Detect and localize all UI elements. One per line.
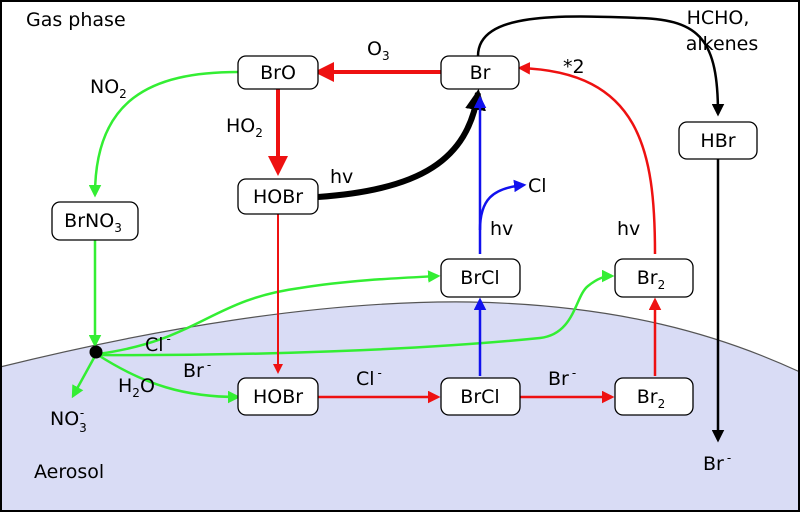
hcho-label: HCHO, — [687, 7, 750, 29]
hv-br2-label: hv — [617, 218, 640, 240]
species-hbr-label: HBr — [700, 130, 735, 152]
species-hobr-aq: HOBr — [237, 377, 319, 416]
arrow-to-brcl-gas — [97, 270, 441, 356]
arrow-bro-to-brno3 — [88, 70, 239, 198]
arrow-hobr-photolysis — [317, 88, 486, 200]
no2-label: NO2 — [90, 76, 127, 101]
species-br2-aq-label: Br2 — [637, 386, 666, 411]
cl-minus-label-2: Cl- — [356, 366, 382, 390]
gas-phase-title: Gas phase — [26, 9, 126, 31]
aerosol-junction-dot — [89, 345, 103, 359]
arrow-brcl-to-cl — [478, 179, 527, 231]
aerosol-title: Aerosol — [34, 461, 104, 483]
no3-label: NO3- — [50, 406, 87, 435]
species-brcl-aq: BrCl — [440, 377, 521, 416]
species-br2-aq: Br2 — [614, 377, 694, 416]
br-minus-label-1: Br- — [183, 358, 211, 382]
ho2-label: HO2 — [226, 115, 263, 140]
species-br-label: Br — [470, 62, 491, 84]
species-brcl-gas-label: BrCl — [460, 267, 499, 289]
arrow-br-to-hbr — [476, 15, 725, 117]
species-br2-gas-label: Br2 — [637, 267, 666, 292]
species-hobr-aq-label: HOBr — [253, 386, 303, 408]
species-bro-label: BrO — [260, 62, 296, 84]
arrow-br2-photolysis — [517, 62, 657, 255]
species-hobr-gas-label: HOBr — [253, 186, 303, 208]
arrow-to-br2-gas — [97, 269, 615, 357]
arrow-to-no3 — [71, 355, 97, 399]
species-brcl-aq-label: BrCl — [460, 386, 499, 408]
cl-product-label: Cl — [528, 175, 547, 197]
cl-minus-label-1: Cl- — [145, 332, 171, 356]
species-hobr-gas: HOBr — [237, 178, 319, 215]
br-minus-output-label: Br- — [703, 451, 731, 475]
species-bro: BrO — [237, 55, 319, 90]
o3-label: O3 — [367, 38, 390, 63]
times-two-label: *2 — [563, 56, 585, 78]
hv-brcl-label: hv — [490, 218, 513, 240]
species-brno3: BrNO3 — [51, 201, 139, 241]
br-minus-label-2: Br- — [548, 366, 576, 390]
species-br: Br — [440, 55, 520, 90]
alkenes-label: alkenes — [686, 33, 759, 55]
arrow-to-hobr-aq — [97, 353, 241, 404]
hv-hobr-label: hv — [330, 166, 353, 188]
species-hbr: HBr — [678, 121, 758, 160]
h2o-label: H2O — [118, 375, 155, 400]
species-brcl-gas: BrCl — [440, 258, 521, 298]
species-br2-gas: Br2 — [614, 258, 694, 298]
species-brno3-label: BrNO3 — [64, 210, 122, 235]
